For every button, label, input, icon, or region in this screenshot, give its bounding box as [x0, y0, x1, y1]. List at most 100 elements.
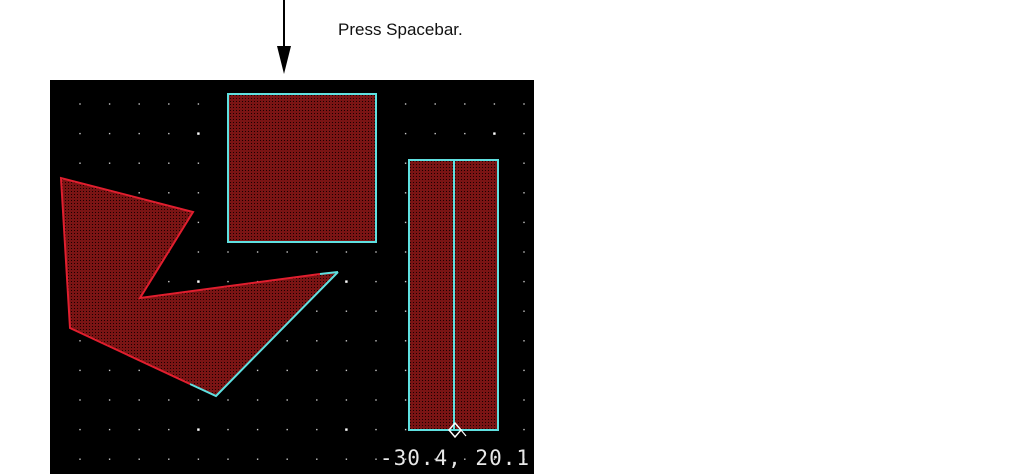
- grid-dot: [345, 340, 348, 342]
- instruction-text: Press Spacebar.: [338, 20, 463, 39]
- grid-dot: [434, 132, 436, 135]
- grid-dot: [79, 162, 81, 164]
- layout-canvas-drawing[interactable]: [50, 80, 534, 474]
- grid-dot: [79, 340, 81, 342]
- grid-dot: [197, 280, 200, 283]
- grid-dot: [523, 280, 525, 283]
- grid-dot: [138, 192, 140, 194]
- grid-dot: [404, 251, 407, 253]
- grid-dot: [108, 132, 111, 135]
- tall-rectangle-shape[interactable]: [408, 159, 499, 431]
- grid-dot: [168, 458, 170, 460]
- grid-dot: [404, 103, 407, 105]
- grid-dot: [227, 458, 229, 460]
- polygon-shape[interactable]: [59, 176, 339, 398]
- grid-dot: [108, 369, 111, 372]
- grid-dot: [375, 399, 377, 401]
- grid-dot: [345, 428, 348, 431]
- grid-dot: [286, 399, 288, 401]
- grid-dot: [138, 132, 140, 135]
- grid-dot: [79, 369, 81, 372]
- grid-dot: [345, 310, 348, 312]
- grid-dot: [256, 458, 259, 460]
- grid-dot: [375, 369, 377, 372]
- down-arrow-icon: [277, 0, 291, 74]
- grid-dot: [375, 251, 377, 253]
- grid-dot: [197, 192, 200, 194]
- grid-dot: [79, 132, 81, 135]
- grid-dot: [168, 192, 170, 194]
- grid-dot: [79, 103, 81, 105]
- grid-dot: [197, 458, 200, 460]
- grid-dot: [79, 458, 81, 460]
- grid-dot: [227, 399, 229, 401]
- grid-dot: [523, 162, 525, 164]
- grid-dot: [345, 458, 348, 460]
- grid-dot: [138, 428, 140, 431]
- grid-dot: [227, 428, 229, 431]
- grid-dot: [523, 192, 525, 194]
- grid-dot: [286, 340, 288, 342]
- grid-dot: [286, 458, 288, 460]
- grid-dot: [375, 458, 377, 460]
- grid-dot: [316, 458, 318, 460]
- grid-dot: [138, 162, 140, 164]
- grid-dot: [256, 369, 259, 372]
- coordinate-readout: -30.4, 20.1: [379, 446, 530, 470]
- grid-dot: [345, 399, 348, 401]
- grid-dot: [345, 251, 348, 253]
- grid-dot: [523, 251, 525, 253]
- grid-dot: [404, 399, 407, 401]
- grid-dot: [316, 310, 318, 312]
- grid-dot: [197, 251, 200, 253]
- grid-dot: [197, 162, 200, 164]
- square-shape[interactable]: [227, 93, 377, 243]
- grid-dot: [316, 340, 318, 342]
- grid-dot: [256, 399, 259, 401]
- grid-dot: [404, 192, 407, 194]
- grid-dot: [375, 310, 377, 312]
- grid-dot: [316, 399, 318, 401]
- grid-dot: [108, 458, 111, 460]
- grid-dot: [138, 103, 140, 105]
- grid-dot: [108, 428, 111, 431]
- grid-dot: [197, 132, 200, 135]
- grid-dot: [493, 132, 496, 135]
- grid-dot: [523, 428, 525, 431]
- grid-dot: [375, 340, 377, 342]
- grid-dot: [197, 428, 200, 431]
- grid-dot: [286, 428, 288, 431]
- grid-dot: [404, 162, 407, 164]
- grid-dot: [404, 340, 407, 342]
- grid-dot: [168, 280, 170, 283]
- grid-dot: [168, 428, 170, 431]
- grid-dot: [464, 103, 466, 105]
- grid-dot: [523, 221, 525, 224]
- grid-dot: [79, 428, 81, 431]
- grid-dot: [375, 280, 377, 283]
- grid-dot: [523, 340, 525, 342]
- grid-dot: [523, 132, 525, 135]
- grid-dot: [434, 103, 436, 105]
- grid-dot: [523, 103, 525, 105]
- grid-dot: [493, 103, 496, 105]
- grid-dot: [108, 399, 111, 401]
- grid-dot: [464, 132, 466, 135]
- grid-dot: [138, 458, 140, 460]
- grid-dot: [345, 280, 348, 283]
- grid-dot: [404, 369, 407, 372]
- grid-dot: [316, 369, 318, 372]
- grid-dot: [168, 162, 170, 164]
- grid-dot: [404, 221, 407, 224]
- grid-dot: [286, 251, 288, 253]
- grid-dot: [256, 251, 259, 253]
- grid-dot: [197, 103, 200, 105]
- grid-dot: [493, 458, 496, 460]
- grid-dot: [404, 132, 407, 135]
- grid-dot: [375, 428, 377, 431]
- grid-dot: [108, 162, 111, 164]
- grid-dot: [523, 399, 525, 401]
- grid-dot: [227, 251, 229, 253]
- grid-dot: [404, 310, 407, 312]
- layout-canvas[interactable]: -30.4, 20.1: [50, 80, 534, 474]
